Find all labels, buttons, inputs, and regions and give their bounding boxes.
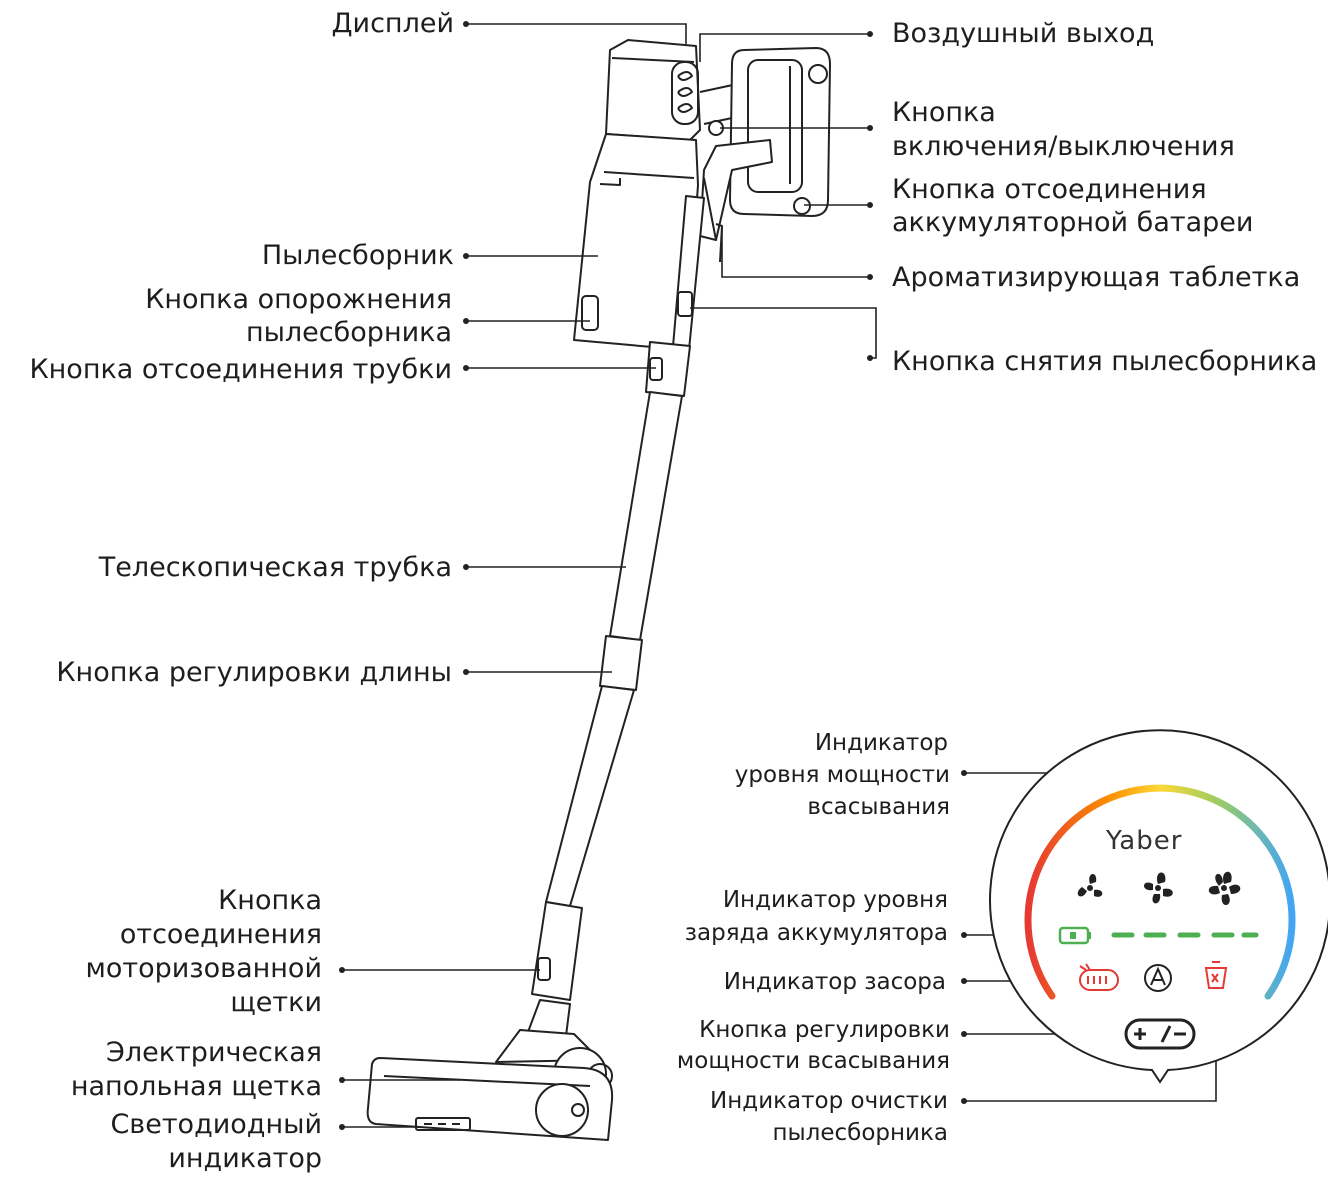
label-brush-release-2: отсоединения [119, 919, 322, 950]
brand-logo: Yaber [1106, 826, 1183, 856]
telescopic-tube-shape [609, 391, 683, 641]
bin-clean-icon [1204, 961, 1228, 989]
label-power-button-1: Кнопка [892, 97, 996, 128]
power-adjust-icon [1124, 1018, 1196, 1050]
label-power-adjust-2: мощности всасывания [676, 1048, 950, 1074]
fan-low-icon [1077, 873, 1103, 897]
label-brush-release-3: моторизованной [85, 953, 322, 984]
label-led-indicator-1: Светодиодный [110, 1109, 322, 1140]
label-battery-indicator-2: заряда аккумулятора [684, 920, 948, 946]
label-telescopic-tube: Телескопическая трубка [98, 552, 452, 583]
air-vent-icon [671, 61, 699, 125]
clog-icon [1079, 963, 1119, 991]
label-suction-indicator-3: всасывания [807, 794, 950, 820]
label-tube-release-button: Кнопка отсоединения трубки [29, 354, 452, 385]
label-bin-empty-button-1: Кнопка опорожнения [145, 284, 452, 315]
label-led-indicator-2: индикатор [168, 1143, 322, 1174]
label-display: Дисплей [331, 8, 454, 39]
label-suction-indicator-1: Индикатор [814, 730, 948, 756]
label-suction-indicator-2: уровня мощности [734, 762, 950, 788]
fan-high-icon [1208, 871, 1241, 906]
label-floor-brush-1: Электрическая [106, 1037, 322, 1068]
label-clog-indicator: Индикатор засора [723, 969, 946, 995]
label-bin-remove-button: Кнопка снятия пылесборника [892, 346, 1318, 377]
suction-arc [1024, 784, 1296, 1000]
bin-empty-button-shape [581, 295, 599, 331]
control-panel [989, 729, 1328, 1084]
label-power-button-2: включения/выключения [892, 131, 1235, 162]
label-battery-release-2: аккумуляторной батареи [892, 207, 1254, 238]
label-bin-clean-indicator-2: пылесборника [772, 1120, 948, 1146]
fan-mid-icon [1143, 872, 1173, 904]
label-bin-clean-indicator-1: Индикатор очистки [710, 1088, 948, 1114]
vacuum-illustration [366, 39, 831, 1141]
label-battery-indicator-1: Индикатор уровня [722, 887, 948, 913]
auto-mode-icon [1144, 964, 1172, 992]
label-aroma-tablet: Ароматизирующая таблетка [892, 262, 1301, 293]
label-floor-brush-2: напольная щетка [70, 1071, 322, 1102]
battery-pack [729, 47, 831, 217]
label-battery-release-1: Кнопка отсоединения [892, 174, 1207, 205]
label-length-adjust-button: Кнопка регулировки длины [56, 657, 452, 688]
panel-outline [989, 729, 1328, 1084]
label-brush-release-4: щетки [230, 987, 322, 1018]
label-air-outlet: Воздушный выход [892, 18, 1155, 49]
label-power-adjust-1: Кнопка регулировки [699, 1017, 950, 1043]
label-brush-release-1: Кнопка [218, 885, 322, 916]
label-dust-bin: Пылесборник [261, 240, 454, 271]
label-bin-empty-button-2: пылесборника [245, 317, 452, 348]
led-strip-shape [415, 1117, 471, 1131]
leader-dots [339, 21, 967, 1130]
